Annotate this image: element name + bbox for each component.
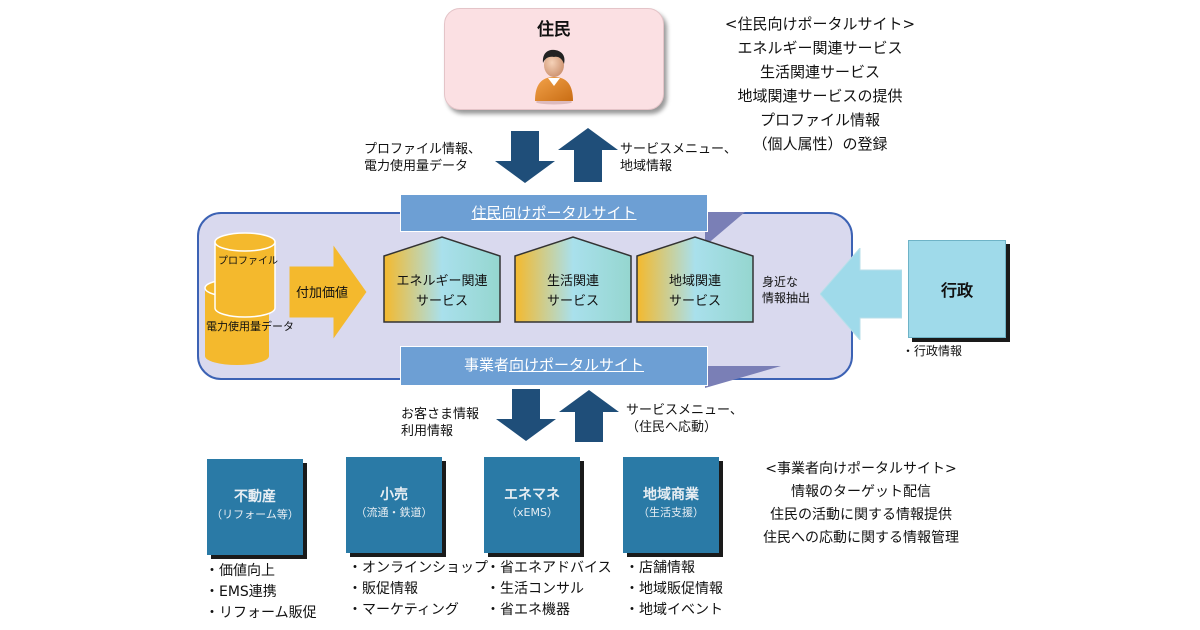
government-note: ・行政情報 [902, 344, 963, 358]
business-portal-link[interactable]: 向けポータルサイト [509, 356, 645, 374]
portal-bar-shadow [705, 366, 781, 388]
business-title: エネマネ [504, 487, 560, 503]
info-extraction-line: 情報抽出 [762, 291, 811, 305]
down-arrow-icon [495, 131, 555, 183]
lower-down-flow-label: お客さま情報 利用情報 [401, 406, 479, 440]
business-bullet: ・リフォーム販促 [205, 605, 317, 621]
added-value-label: 付加価値 [296, 286, 349, 301]
business-bullets-energy-management: ・省エネアドバイス ・生活コンサル ・省エネ機器 [486, 558, 612, 621]
upper-down-flow-line: プロファイル情報、 [364, 142, 482, 157]
business-subtitle: （流通・鉄道） [355, 506, 433, 519]
resident-portal-link[interactable]: 住民向けポータルサイト [471, 204, 637, 222]
lower-up-flow-line: サービスメニュー、 [626, 403, 743, 418]
business-box-energy-management: エネマネ （xEMS） [484, 457, 580, 553]
business-bullet: ・省エネ機器 [486, 602, 570, 618]
business-box-local-commerce: 地域商業 （生活支援） [623, 457, 719, 553]
resident-portal-notes-heading: <住民向けポータルサイト> [724, 15, 916, 33]
business-box-retail: 小売 （流通・鉄道） [346, 457, 442, 553]
business-bullet: ・地域販促情報 [625, 581, 723, 597]
resident-portal-note: プロファイル情報 [759, 111, 880, 129]
resident-portal-bar[interactable]: 住民向けポータルサイト [400, 194, 708, 232]
database-label-profile: プロファイル [218, 256, 278, 267]
business-bullet: ・オンラインショップ [348, 560, 488, 576]
resident-box: 住民 [444, 8, 664, 110]
business-title: 不動産 [234, 489, 276, 505]
upper-up-flow-line: 地域情報 [620, 159, 673, 174]
business-portal-note: 情報のターゲット配信 [791, 484, 931, 500]
business-subtitle: （生活支援） [638, 506, 704, 519]
business-portal-prefix: 事業者 [463, 356, 509, 374]
service-label-line: サービス [668, 294, 721, 309]
info-extraction-line: 身近な [762, 275, 799, 289]
business-bullet: ・地域イベント [625, 602, 723, 618]
business-title: 地域商業 [643, 487, 699, 503]
service-label: 地域関連 サービス [636, 272, 754, 312]
business-bullets-retail: ・オンラインショップ ・販促情報 ・マーケティング [348, 558, 488, 621]
business-bullet: ・省エネアドバイス [486, 560, 612, 576]
house-shape-icon [636, 236, 754, 323]
business-portal-notes: <事業者向けポータルサイト> 情報のターゲット配信 住民の活動に関する情報提供 … [738, 458, 984, 550]
business-bullets-real-estate: ・価値向上 ・EMS連携 ・リフォーム販促 [205, 561, 317, 624]
business-bullet: ・マーケティング [348, 602, 459, 618]
service-regional: 地域関連 サービス [636, 236, 754, 324]
business-bullet: ・販促情報 [348, 581, 418, 597]
business-bullets-local-commerce: ・店舗情報 ・地域販促情報 ・地域イベント [625, 558, 723, 621]
down-arrow-icon [496, 389, 556, 441]
service-lifestyle: 生活関連 サービス [514, 236, 632, 324]
lower-up-flow-line: （住民へ応動） [626, 420, 718, 435]
resident-portal-note: 地域関連サービスの提供 [737, 87, 903, 105]
service-label-line: 生活関連 [546, 274, 599, 289]
lower-up-flow-label: サービスメニュー、 （住民へ応動） [626, 402, 743, 436]
business-box-real-estate: 不動産 （リフォーム等） [207, 459, 303, 555]
house-shape-icon [383, 236, 501, 323]
government-box: 行政 [908, 240, 1006, 338]
up-arrow-icon [559, 390, 619, 442]
service-label-line: サービス [415, 294, 468, 309]
service-label-line: 地域関連 [668, 274, 721, 289]
service-label-line: エネルギー関連 [396, 274, 488, 289]
house-shape-icon [514, 236, 632, 323]
person-icon [535, 49, 573, 105]
upper-up-flow-line: サービスメニュー、 [620, 142, 737, 157]
database-icon [204, 232, 276, 365]
business-bullet: ・生活コンサル [486, 581, 584, 597]
service-energy: エネルギー関連 サービス [383, 236, 501, 324]
upper-up-flow-label: サービスメニュー、 地域情報 [620, 141, 737, 175]
portal-bar-shadow [705, 212, 745, 246]
left-arrow-icon [820, 248, 902, 340]
service-label-line: サービス [546, 294, 599, 309]
business-subtitle: （xEMS） [506, 506, 558, 519]
service-label: エネルギー関連 サービス [383, 272, 501, 312]
database-label-power-usage: 電力使用量データ [206, 320, 294, 333]
business-portal-note: 住民への応動に関する情報管理 [763, 530, 959, 546]
business-portal-bar[interactable]: 事業者向けポータルサイト [400, 346, 708, 386]
lower-down-flow-line: 利用情報 [401, 424, 454, 439]
resident-portal-note: エネルギー関連サービス [737, 39, 903, 57]
info-extraction-label: 身近な 情報抽出 [762, 274, 810, 306]
resident-portal-notes: <住民向けポータルサイト> エネルギー関連サービス 生活関連サービス 地域関連サ… [700, 12, 940, 156]
business-title: 小売 [380, 487, 408, 503]
up-arrow-icon [558, 128, 618, 182]
government-title: 行政 [940, 281, 973, 300]
resident-portal-note: 生活関連サービス [759, 63, 880, 81]
business-subtitle: （リフォーム等） [211, 508, 299, 521]
business-bullet: ・EMS連携 [205, 584, 277, 600]
added-value-arrow-icon [289, 244, 368, 340]
lower-down-flow-line: お客さま情報 [401, 407, 480, 422]
business-portal-note: 住民の活動に関する情報提供 [770, 507, 952, 523]
upper-down-flow-line: 電力使用量データ [364, 159, 469, 174]
service-label: 生活関連 サービス [514, 272, 632, 312]
business-bullet: ・店舗情報 [625, 560, 695, 576]
business-portal-notes-heading: <事業者向けポータルサイト> [765, 461, 957, 477]
resident-portal-note: （個人属性）の登録 [752, 135, 888, 153]
upper-down-flow-label: プロファイル情報、 電力使用量データ [364, 141, 481, 175]
business-bullet: ・価値向上 [205, 563, 275, 579]
resident-title: 住民 [537, 20, 571, 40]
